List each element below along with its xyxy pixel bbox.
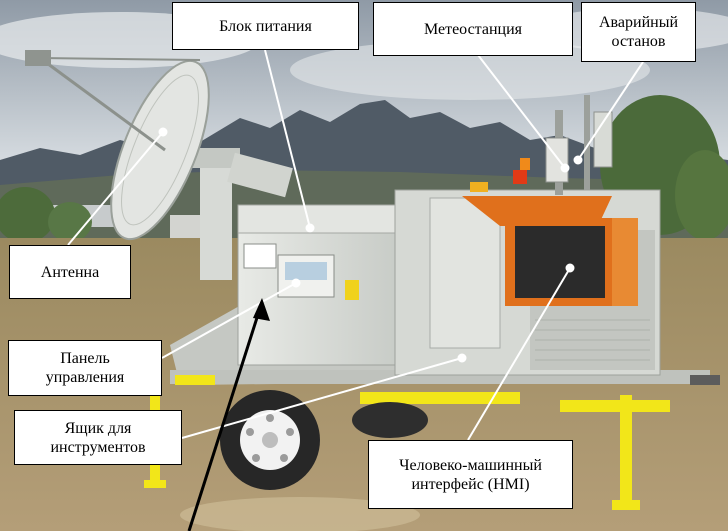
label-emergency-stop: Аварийный останов	[581, 2, 696, 62]
label-power-unit: Блок питания	[172, 2, 359, 50]
label-hmi: Человеко-машинный интерфейс (HMI)	[368, 440, 573, 509]
tree	[0, 187, 55, 243]
label-toolbox-line2: инструментов	[50, 438, 146, 456]
label-control-panel-line1: Панель	[60, 350, 110, 367]
label-weather-station-text: Метеостанция	[423, 20, 523, 38]
label-toolbox: Ящик для инструментов	[14, 410, 182, 465]
label-antenna: Антенна	[9, 245, 131, 299]
label-hmi-line2: интерфейс (HMI)	[411, 475, 530, 493]
yellow-trim	[175, 375, 215, 385]
warning-beacon-icon	[513, 170, 527, 184]
label-emergency-stop-line2: останов	[611, 33, 666, 50]
label-power-unit-text: Блок питания	[219, 17, 312, 35]
label-control-panel: Панель управления	[8, 340, 162, 396]
label-antenna-text: Антенна	[40, 263, 100, 281]
label-emergency-stop-line1: Аварийный	[599, 14, 678, 31]
label-toolbox-line1: Ящик для	[64, 419, 132, 437]
label-control-panel-line2: управления	[45, 369, 125, 386]
label-hmi-line1: Человеко-машинный	[399, 456, 542, 474]
label-weather-station: Метеостанция	[373, 2, 573, 56]
